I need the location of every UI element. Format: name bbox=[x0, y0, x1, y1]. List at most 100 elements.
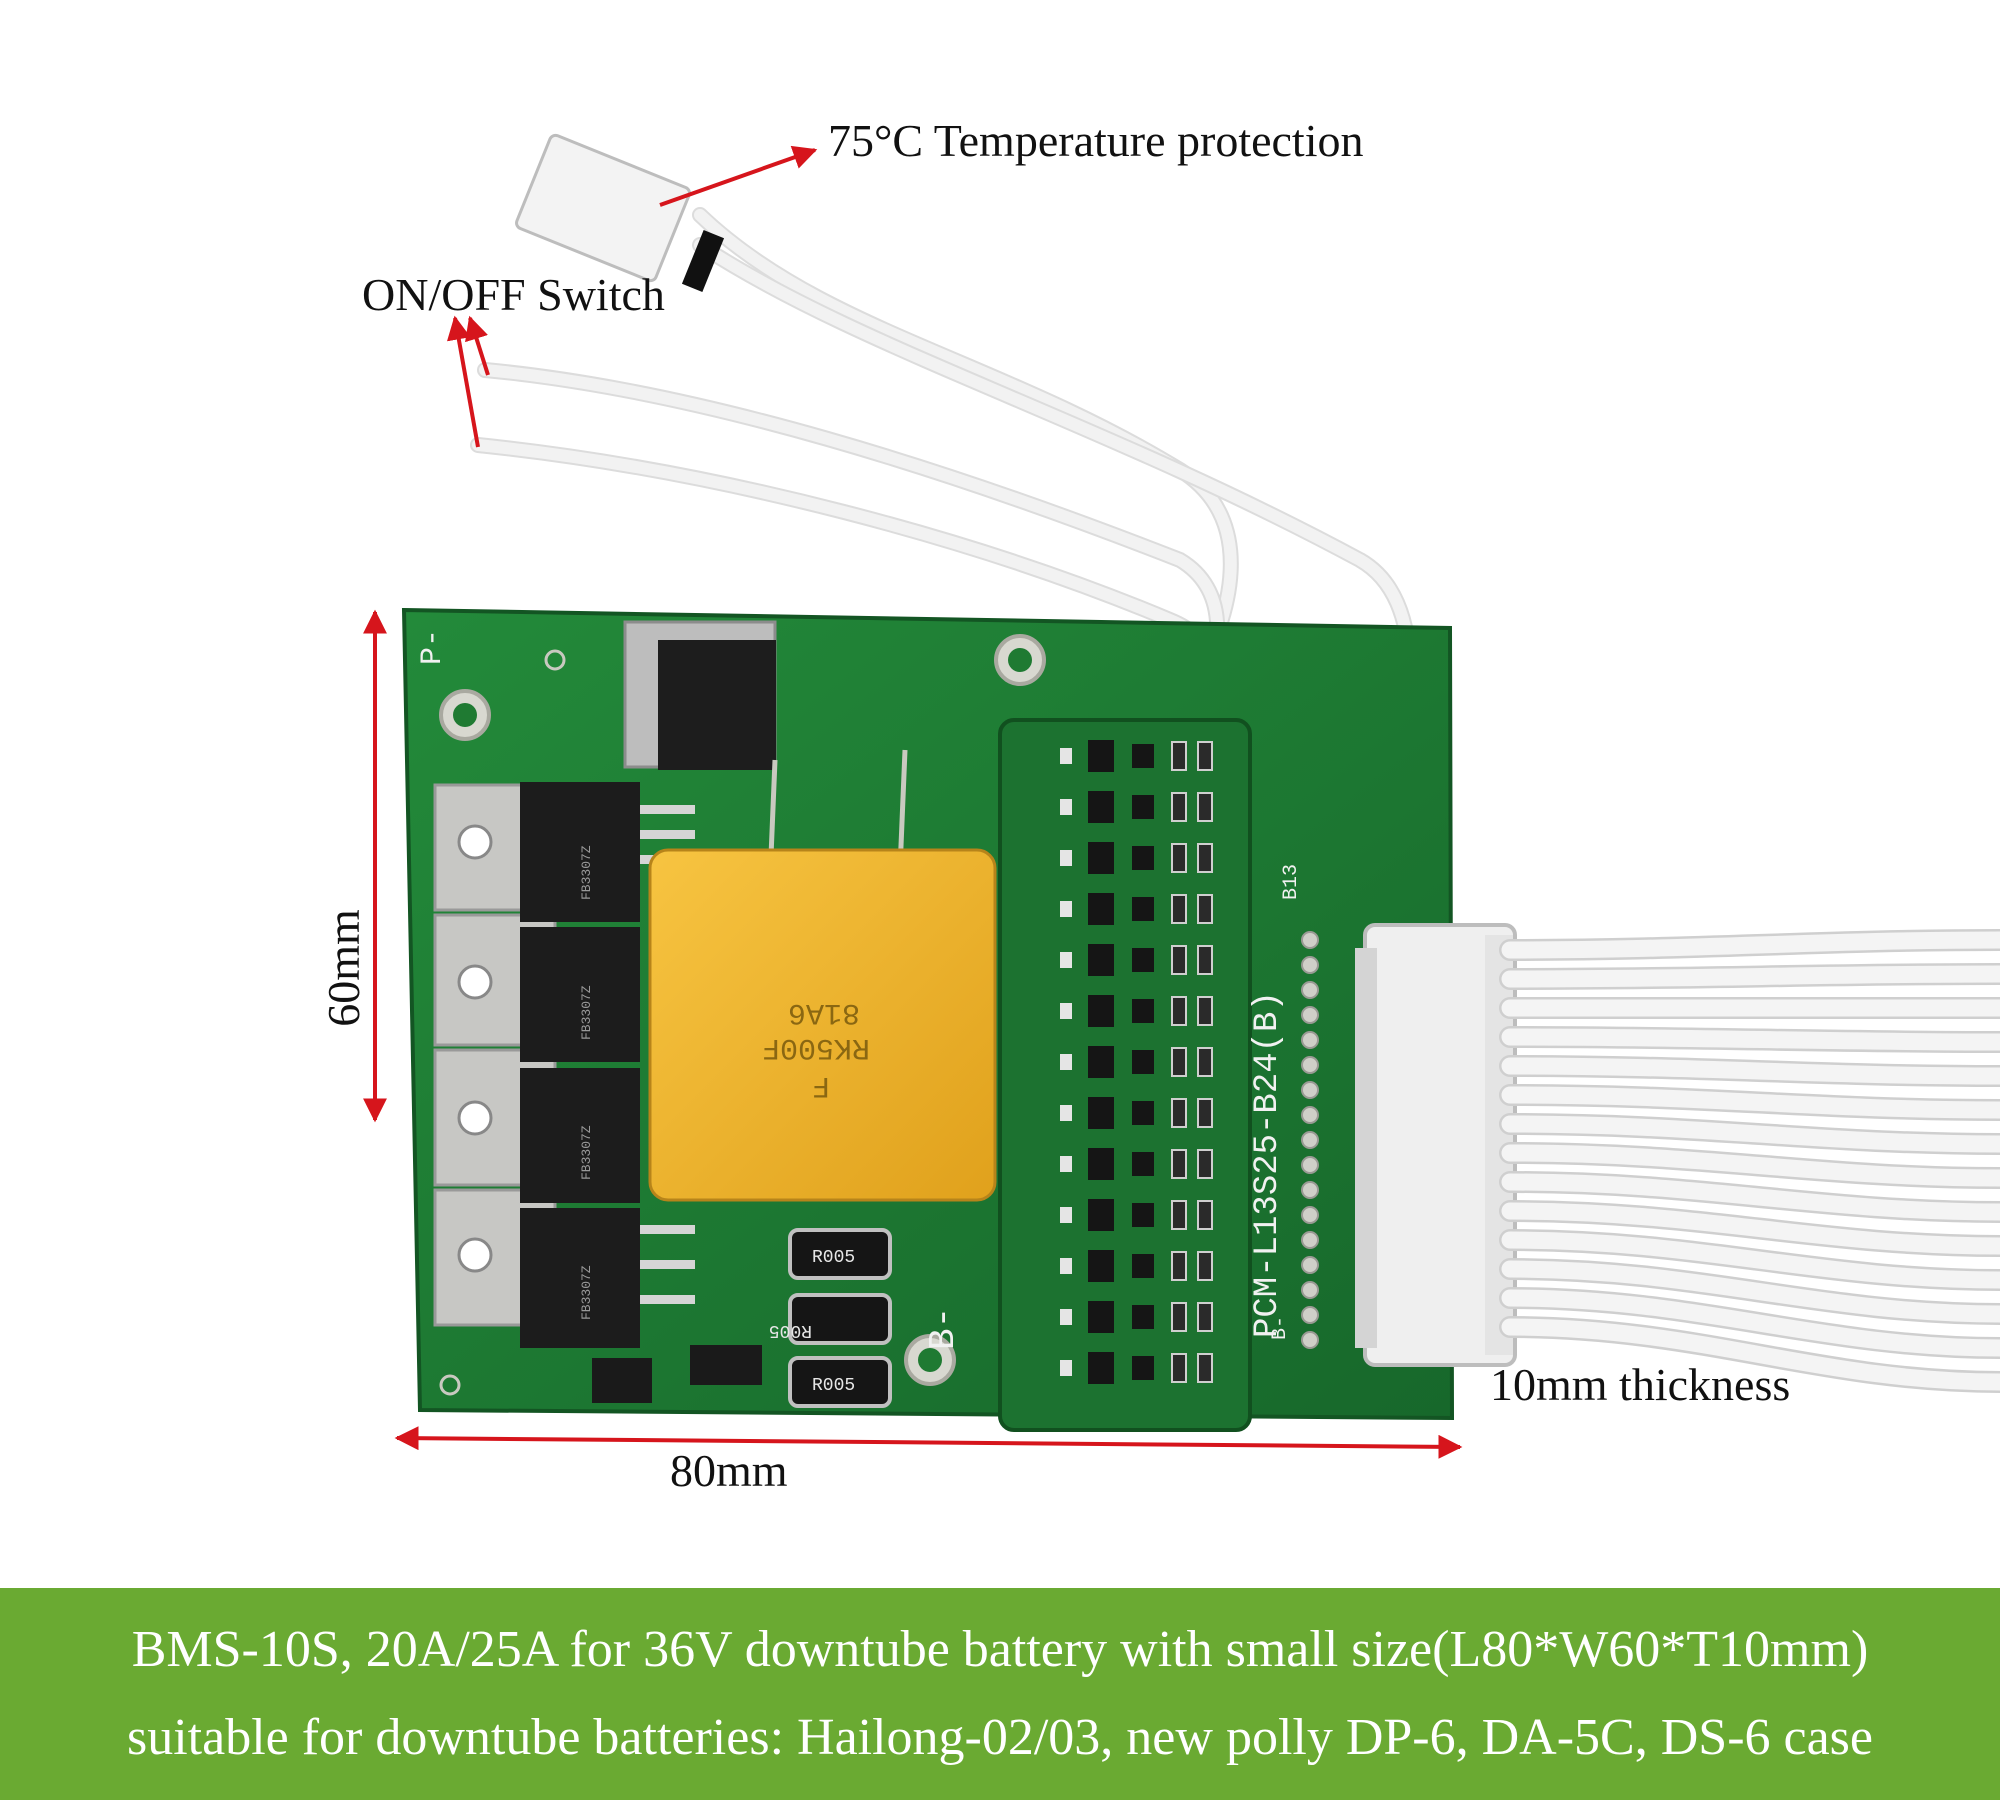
smd-pad bbox=[1060, 1156, 1072, 1172]
smd-resistor bbox=[1197, 1047, 1213, 1077]
smd-resistor bbox=[1171, 945, 1187, 975]
pin-hole bbox=[1301, 1331, 1319, 1349]
harness-wire bbox=[1501, 1086, 2000, 1119]
smd-resistor bbox=[1171, 1098, 1187, 1128]
pin-hole bbox=[1301, 1281, 1319, 1299]
harness-wire bbox=[1501, 1289, 2000, 1357]
pin-hole bbox=[1301, 1056, 1319, 1074]
smd-transistor bbox=[1088, 1301, 1114, 1333]
mosfet-marking-3: FB3307Z bbox=[579, 1125, 594, 1180]
banner-line-1: BMS-10S, 20A/25A for 36V downtube batter… bbox=[131, 1621, 1869, 1678]
pin-header-holes bbox=[1301, 931, 1319, 1349]
smd-ic bbox=[1132, 744, 1154, 768]
smd-ic bbox=[1132, 948, 1154, 972]
smd-ic bbox=[1132, 1356, 1154, 1380]
pin-hole bbox=[1301, 1081, 1319, 1099]
smd-resistor bbox=[1171, 1047, 1187, 1077]
smd-ic bbox=[1132, 795, 1154, 819]
thickness-label: 10mm thickness bbox=[1490, 1359, 1791, 1410]
pin-hole bbox=[1301, 1181, 1319, 1199]
smd-resistor bbox=[1197, 741, 1213, 771]
harness-wire bbox=[1501, 931, 2000, 959]
smd-resistor bbox=[1197, 945, 1213, 975]
smd-resistor bbox=[1197, 894, 1213, 924]
smd-resistor bbox=[1197, 1149, 1213, 1179]
resistor-marking-3: R005 bbox=[812, 1376, 855, 1396]
mosfet-marking-2: FB3307Z bbox=[579, 985, 594, 1040]
smd-pad bbox=[1060, 1054, 1072, 1070]
smd-pad bbox=[1060, 952, 1072, 968]
smd-transistor bbox=[1088, 1352, 1114, 1384]
mosfet-marking-1: FB3307Z bbox=[579, 845, 594, 900]
smd-transistor bbox=[1088, 995, 1114, 1027]
smd-resistor bbox=[1171, 741, 1187, 771]
smd-transistor bbox=[1088, 944, 1114, 976]
harness-wire bbox=[1501, 1057, 2000, 1085]
smd-ic bbox=[1132, 1305, 1154, 1329]
smd-resistor bbox=[1197, 792, 1213, 822]
smd-ic bbox=[1132, 1203, 1154, 1227]
smd-resistor bbox=[1197, 1251, 1213, 1281]
pin-hole bbox=[1301, 1156, 1319, 1174]
smd-pad bbox=[1060, 1003, 1072, 1019]
harness-wire bbox=[1501, 1231, 2000, 1289]
top-wires bbox=[470, 207, 1418, 778]
pin-hole bbox=[1301, 931, 1319, 949]
smd-pad bbox=[1060, 1360, 1072, 1376]
b-minus-mark: B- bbox=[923, 1307, 964, 1350]
pin-hole bbox=[1301, 1106, 1319, 1124]
p-minus-mark: P- bbox=[416, 629, 450, 665]
pcb-board bbox=[401, 607, 1455, 1432]
smd-ic bbox=[1132, 846, 1154, 870]
harness-wire bbox=[1501, 1173, 2000, 1221]
fuse-marking-2: RK500F bbox=[762, 1030, 870, 1064]
smd-transistor bbox=[1088, 740, 1114, 772]
pin-hole bbox=[1301, 1306, 1319, 1324]
smd-pad bbox=[1060, 1309, 1072, 1325]
smd-transistor bbox=[1088, 1148, 1114, 1180]
smd-pad bbox=[1060, 1258, 1072, 1274]
description-banner: BMS-10S, 20A/25A for 36V downtube batter… bbox=[0, 1588, 2000, 1800]
smd-resistor bbox=[1171, 792, 1187, 822]
smd-pad bbox=[1060, 850, 1072, 866]
temperature-protection-label: 75°C Temperature protection bbox=[828, 115, 1364, 166]
balance-circuit-components bbox=[1060, 740, 1213, 1384]
pin-hole bbox=[1301, 956, 1319, 974]
b13-mark: B13 bbox=[1280, 864, 1303, 900]
smd-pad bbox=[1060, 748, 1072, 764]
smd-transistor bbox=[1088, 893, 1114, 925]
pin-hole bbox=[1301, 1006, 1319, 1024]
harness-wire bbox=[1501, 1144, 2000, 1187]
smd-pad bbox=[1060, 901, 1072, 917]
smd-resistor bbox=[1171, 1200, 1187, 1230]
smd-resistor bbox=[1171, 1251, 1187, 1281]
resistor-marking-1: R005 bbox=[812, 1248, 855, 1268]
smd-resistor bbox=[1197, 1098, 1213, 1128]
smd-pad bbox=[1060, 1105, 1072, 1121]
board-silkscreen: P- B- B- B13 PCM-L13S25-B24(B) F RK500F … bbox=[416, 629, 1303, 1396]
smd-ic bbox=[1132, 897, 1154, 921]
smd-ic bbox=[1132, 1050, 1154, 1074]
harness-wire bbox=[1501, 1318, 2000, 1391]
annotation-arrows bbox=[363, 145, 1463, 1459]
height-dimension-label: 60mm bbox=[317, 909, 369, 1027]
b-minus-small-mark: B- bbox=[1269, 1316, 1292, 1340]
fuse-marking-1: F bbox=[812, 1068, 830, 1102]
smd-ic bbox=[1132, 1152, 1154, 1176]
balance-connector bbox=[1355, 923, 1517, 1367]
smd-resistor bbox=[1197, 1353, 1213, 1383]
smd-transistor bbox=[1088, 842, 1114, 874]
harness-wire bbox=[1501, 1202, 2000, 1255]
smd-resistor bbox=[1197, 996, 1213, 1026]
smd-resistor bbox=[1171, 843, 1187, 873]
wire-harness bbox=[1499, 929, 2000, 1393]
smd-pad bbox=[1060, 799, 1072, 815]
width-dimension-label: 80mm bbox=[670, 1445, 788, 1496]
mosfet-marking-4: FB3307Z bbox=[579, 1265, 594, 1320]
smd-resistor bbox=[1171, 1302, 1187, 1332]
smd-resistor bbox=[1171, 996, 1187, 1026]
smd-ic bbox=[1132, 1101, 1154, 1125]
thermistor-sensor bbox=[515, 133, 725, 293]
smd-transistor bbox=[1088, 1097, 1114, 1129]
